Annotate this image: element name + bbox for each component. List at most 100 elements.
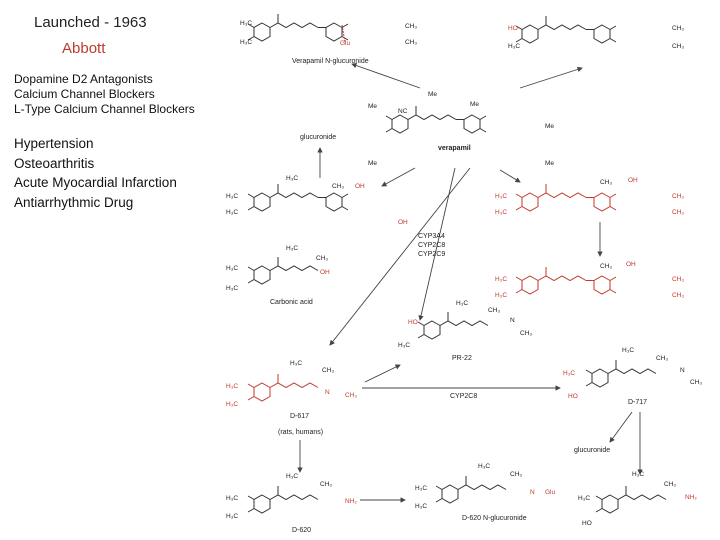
drug-class-item: L-Type Calcium Channel Blockers xyxy=(14,102,195,116)
pr22-structure: HO H₃C H₃C CH₃ N CH₃ xyxy=(398,300,532,349)
svg-text:H₃C: H₃C xyxy=(415,503,427,510)
svg-text:Glu: Glu xyxy=(340,40,351,47)
svg-text:N: N xyxy=(510,317,515,324)
svg-text:N: N xyxy=(530,489,535,496)
svg-text:H₃C: H₃C xyxy=(286,245,298,252)
svg-text:CH₃: CH₃ xyxy=(316,255,328,262)
arrow-to-d617 xyxy=(329,167,471,346)
d617-label: D-617 xyxy=(290,413,309,420)
svg-text:H₃C: H₃C xyxy=(578,495,590,502)
svg-text:CH₃: CH₃ xyxy=(672,43,684,50)
svg-text:H₃C: H₃C xyxy=(226,495,238,502)
d620-glucuronide-label: D-620 N-glucuronide xyxy=(462,515,527,522)
svg-text:Me: Me xyxy=(545,160,554,167)
svg-text:OH: OH xyxy=(355,183,365,190)
final-metabolite-structure: H₃C HO H₃C CH₃ NH₂ xyxy=(578,471,697,527)
glucuronide-right-label: glucuronide xyxy=(574,447,610,454)
verapamil-label: verapamil xyxy=(438,145,471,152)
svg-text:CH₃: CH₃ xyxy=(664,481,676,488)
d620-structure: H₃C H₃C H₃C CH₃ NH₂ xyxy=(226,473,357,520)
svg-text:HO: HO xyxy=(408,319,418,326)
svg-text:H₃C: H₃C xyxy=(226,193,238,200)
svg-text:CH₃: CH₃ xyxy=(672,276,684,283)
svg-text:Me: Me xyxy=(368,160,377,167)
svg-text:CH₃: CH₃ xyxy=(672,25,684,32)
svg-text:CH₃: CH₃ xyxy=(345,392,357,399)
svg-text:Me: Me xyxy=(545,123,554,130)
svg-text:CH₃: CH₃ xyxy=(488,307,500,314)
svg-text:OH: OH xyxy=(320,269,330,276)
verapamil-structure: Me Me Me Me Me Me NC xyxy=(368,91,554,167)
svg-text:H₃C: H₃C xyxy=(622,347,634,354)
svg-text:H₃C: H₃C xyxy=(240,20,252,27)
company-name: Abbott xyxy=(62,40,106,57)
red-metabolite-1-structure: H₃C H₃C CH₃ OH CH₃ CH₃ xyxy=(495,177,684,216)
svg-text:Me: Me xyxy=(470,101,479,108)
svg-text:OH: OH xyxy=(628,177,638,184)
pr22-label: PR-22 xyxy=(452,355,472,362)
svg-text:N: N xyxy=(325,389,330,396)
svg-text:CH₃: CH₃ xyxy=(320,481,332,488)
svg-text:Glu: Glu xyxy=(545,489,556,496)
launch-text: Launched - 1963 xyxy=(34,14,147,31)
verapamil-glucuronide-structure: H₃C H₃C CH₃ CH₃ Glu xyxy=(240,13,417,47)
svg-text:H₃C: H₃C xyxy=(286,175,298,182)
arrow-to-red-metabolite xyxy=(499,169,521,183)
svg-text:H₃C: H₃C xyxy=(508,43,520,50)
d717-label: D-717 xyxy=(628,399,647,406)
svg-text:H₃C: H₃C xyxy=(226,513,238,520)
svg-text:CH₃: CH₃ xyxy=(520,330,532,337)
indication-item: Acute Myocardial Infarction xyxy=(14,175,177,190)
drug-class-item: Calcium Channel Blockers xyxy=(14,87,155,101)
svg-text:CH₃: CH₃ xyxy=(672,209,684,216)
svg-text:CH₃: CH₃ xyxy=(510,471,522,478)
svg-text:H₃C: H₃C xyxy=(226,285,238,292)
drug-classes-list: Dopamine D2 Antagonists Calcium Channel … xyxy=(14,72,195,117)
svg-text:H₃C: H₃C xyxy=(226,383,238,390)
arrow-to-catechol xyxy=(381,167,416,187)
enzyme-pair-label: CYP2C8 xyxy=(450,393,477,400)
carbonic-acid-label: Carbonic acid xyxy=(270,299,313,306)
svg-text:H₃C: H₃C xyxy=(563,370,575,377)
svg-text:H₃C: H₃C xyxy=(495,193,507,200)
d717-structure: H₃C HO H₃C CH₃ N CH₃ xyxy=(563,347,702,400)
d620-label: D-620 xyxy=(292,527,311,534)
svg-text:H₃C: H₃C xyxy=(495,276,507,283)
norverapamil-structure: HO H₃C CH₃ CH₃ xyxy=(508,15,684,50)
enzyme-label: CYP3A4 xyxy=(418,233,445,240)
svg-text:CH₃: CH₃ xyxy=(672,292,684,299)
red-metabolite-2-structure: H₃C H₃C CH₃ OH CH₃ CH₃ xyxy=(495,261,684,299)
svg-text:CH₃: CH₃ xyxy=(690,379,702,386)
svg-text:CH₃: CH₃ xyxy=(600,179,612,186)
svg-text:H₃C: H₃C xyxy=(226,265,238,272)
d617-structure: H₃C H₃C H₃C CH₃ N CH₃ xyxy=(226,360,357,408)
svg-text:CH₃: CH₃ xyxy=(332,183,344,190)
svg-text:N: N xyxy=(680,367,685,374)
svg-text:CH₃: CH₃ xyxy=(405,23,417,30)
svg-text:H₃C: H₃C xyxy=(290,360,302,367)
rats-humans-label: (rats, humans) xyxy=(278,429,323,436)
svg-text:CH₃: CH₃ xyxy=(600,263,612,270)
svg-text:H₃C: H₃C xyxy=(495,292,507,299)
enzyme-label: CYP2C9 xyxy=(418,251,445,258)
verapamil-glucuronide-label: Verapamil N-glucuronide xyxy=(292,58,369,65)
svg-text:H₃C: H₃C xyxy=(226,401,238,408)
svg-text:CH₃: CH₃ xyxy=(322,367,334,374)
indication-item: Osteoarthritis xyxy=(14,155,95,171)
svg-text:H₃C: H₃C xyxy=(398,342,410,349)
arrow-to-norverapamil xyxy=(519,66,583,89)
glucuronide-top-label: glucuronide xyxy=(300,134,336,141)
catechol-metabolite-structure: H₃C H₃C H₃C CH₃ OH OH xyxy=(226,175,408,226)
svg-text:HO: HO xyxy=(582,520,592,527)
svg-text:NH₂: NH₂ xyxy=(345,498,357,505)
svg-text:H₃C: H₃C xyxy=(495,209,507,216)
arrow-to-glucuronide xyxy=(351,62,421,89)
carbonic-acid-structure: H₃C H₃C H₃C CH₃ OH xyxy=(226,245,330,292)
drug-class-item: Dopamine D2 Antagonists xyxy=(14,72,153,86)
svg-text:OH: OH xyxy=(398,219,408,226)
svg-text:CH₃: CH₃ xyxy=(405,39,417,46)
d620-glucuronide-structure: H₃C H₃C H₃C CH₃ N Glu xyxy=(415,463,556,510)
indications-list: Hypertension Osteoarthritis Acute Myocar… xyxy=(14,134,177,212)
svg-text:Me: Me xyxy=(368,103,377,110)
